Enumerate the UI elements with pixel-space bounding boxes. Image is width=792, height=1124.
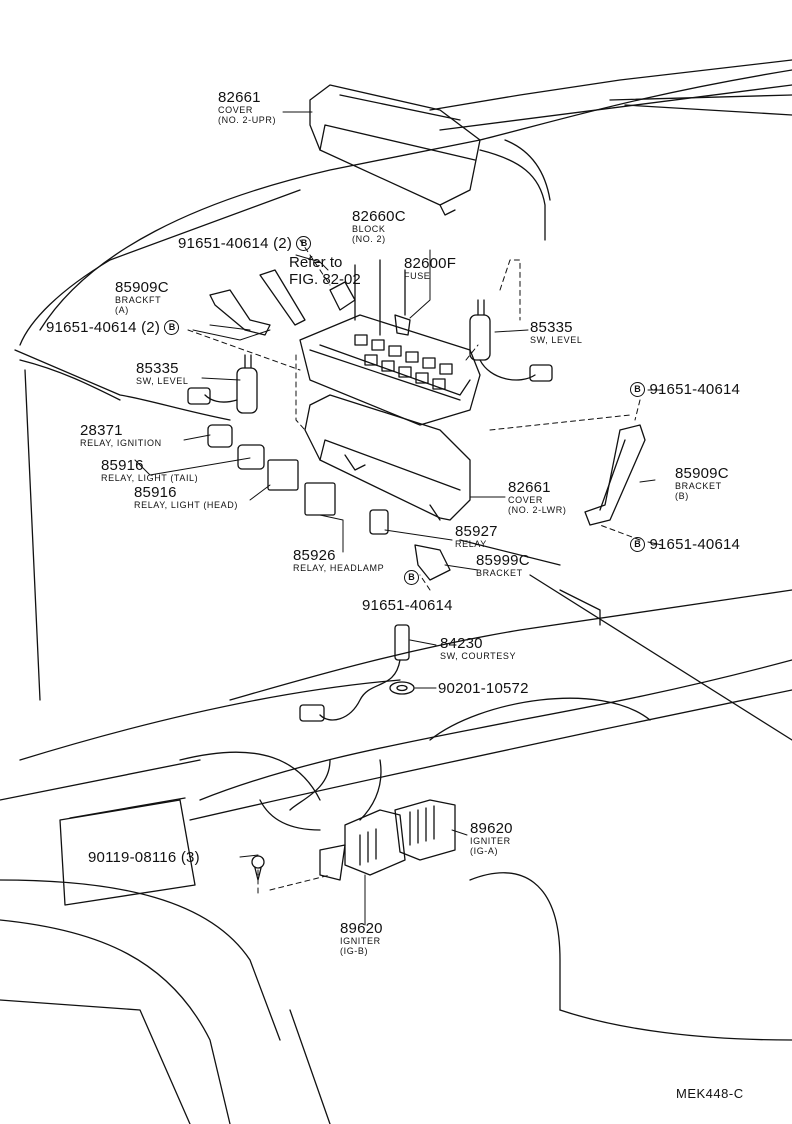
label-cover-lower: 82661 COVER (No. 2-LWR) xyxy=(508,479,567,515)
catalog-code: MEK448-C xyxy=(676,1086,744,1101)
bolt-marker-b: B xyxy=(630,382,645,398)
level-switch-parts xyxy=(187,299,553,414)
label-block: 82660C BLOCK (No. 2) xyxy=(352,208,406,244)
label-bolt-left: 91651-40614 (2) B xyxy=(46,320,180,336)
label-bolt-top: 91651-40614 (2) B xyxy=(178,236,312,252)
label-fuse: 82600F FUSE xyxy=(404,255,457,281)
label-screw: 90119-08116 (3) xyxy=(88,849,200,866)
part-number: 82661 xyxy=(218,89,261,106)
bolt-marker-b: B xyxy=(164,320,180,336)
cover-lower-part xyxy=(304,394,471,521)
bracket-parts xyxy=(209,269,646,526)
bolt-marker-b: B xyxy=(404,570,419,586)
label-sw-level-right: 85335 SW, LEVEL xyxy=(530,319,583,345)
leader-lines xyxy=(134,111,663,926)
igniter-parts xyxy=(259,759,456,881)
label-relay-tail: 85916 RELAY, LIGHT (TAIL) xyxy=(101,457,199,483)
label-bolt-right-top: B 91651-40614 xyxy=(630,382,740,398)
fuse-block-part xyxy=(299,259,481,426)
label-igniter-a: 89620 IGNITER (IG-A) xyxy=(470,820,513,856)
vehicle-body-outline xyxy=(0,59,792,1124)
label-cover-upper: 82661 COVER (No. 2-UPR) xyxy=(218,89,277,125)
label-igniter-b: 89620 IGNITER (IG-B) xyxy=(340,920,383,956)
label-sw-level-left: 85335 SW, LEVEL xyxy=(136,360,189,386)
label-refer-figure: Refer to FIG. 82-02 xyxy=(289,254,361,289)
bolt-marker-b: B xyxy=(296,236,312,252)
cover-upper-part xyxy=(309,84,481,216)
label-grommet: 90201-10572 xyxy=(438,680,529,697)
label-sw-courtesy: 84230 SW, COURTESY xyxy=(440,635,517,661)
bolt-marker-bottom: B xyxy=(404,570,419,586)
label-bracket-a: 85909C BRACKFT (A) xyxy=(115,279,169,315)
label-bracket-b: 85909C BRACKET (B) xyxy=(675,465,729,501)
label-bracket-85999c: 85999C BRACKET xyxy=(476,552,530,578)
label-relay-headlamp: 85926 RELAY, HEADLAMP xyxy=(293,547,385,573)
bolt-parts xyxy=(251,855,265,881)
label-relay-ignition: 28371 RELAY, IGNITION xyxy=(80,422,162,448)
bolt-marker-b: B xyxy=(630,537,645,553)
label-relay-85927: 85927 RELAY xyxy=(455,523,498,549)
courtesy-switch-part xyxy=(299,624,415,722)
label-relay-head: 85916 RELAY, LIGHT (HEAD) xyxy=(134,484,238,510)
label-bolt-bottom: 91651-40614 xyxy=(362,597,453,614)
label-bolt-right-bottom: B 91651-40614 xyxy=(630,537,740,553)
